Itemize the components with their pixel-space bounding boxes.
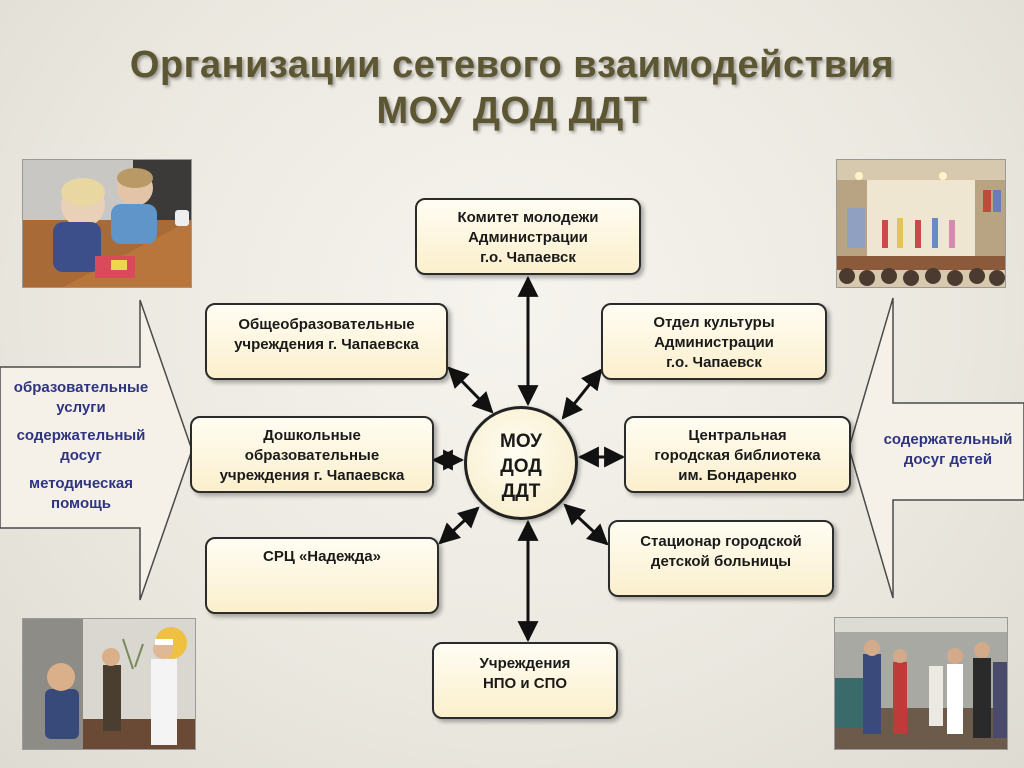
left-callout-shape	[0, 299, 193, 601]
right-callout-shape	[848, 297, 1024, 599]
node-npo-spo: Учреждения НПО и СПО	[432, 642, 618, 719]
node-hospital: Стационар городской детской больницы	[608, 520, 834, 597]
page-title: Организации сетевого взаимодействия	[129, 44, 895, 86]
arrow-src-nadezhda	[438, 506, 480, 545]
photo-hospital-visit	[22, 618, 196, 750]
photo-youth-group	[834, 617, 1008, 750]
node-culture-dept: Отдел культуры Администрации г.о. Чапаев…	[601, 303, 827, 380]
arrow-general-schools	[447, 366, 494, 414]
page-subtitle: МОУ ДОД ДДТ	[376, 90, 648, 132]
node-preschools: Дошкольные образовательные учреждения г.…	[190, 416, 434, 493]
node-library: Центральная городская библиотека им. Бон…	[624, 416, 851, 493]
node-src-nadezhda: СРЦ «Надежда»	[205, 537, 439, 614]
left-callout-text: образовательные услуги содержательный до…	[13, 379, 149, 512]
center-node-mou-dod-ddt: МОУ ДОД ДДТ	[464, 406, 578, 520]
node-youth-committee: Комитет молодежи Администрации г.о. Чапа…	[415, 198, 641, 275]
arrow-hospital	[563, 503, 609, 546]
node-general-schools: Общеобразовательные учреждения г. Чапаев…	[205, 303, 448, 380]
right-callout-text: содержательный досуг детей	[883, 431, 1013, 468]
photo-stage-performance	[836, 159, 1006, 288]
photo-children-table	[22, 159, 192, 288]
arrow-culture-dept	[561, 368, 603, 420]
